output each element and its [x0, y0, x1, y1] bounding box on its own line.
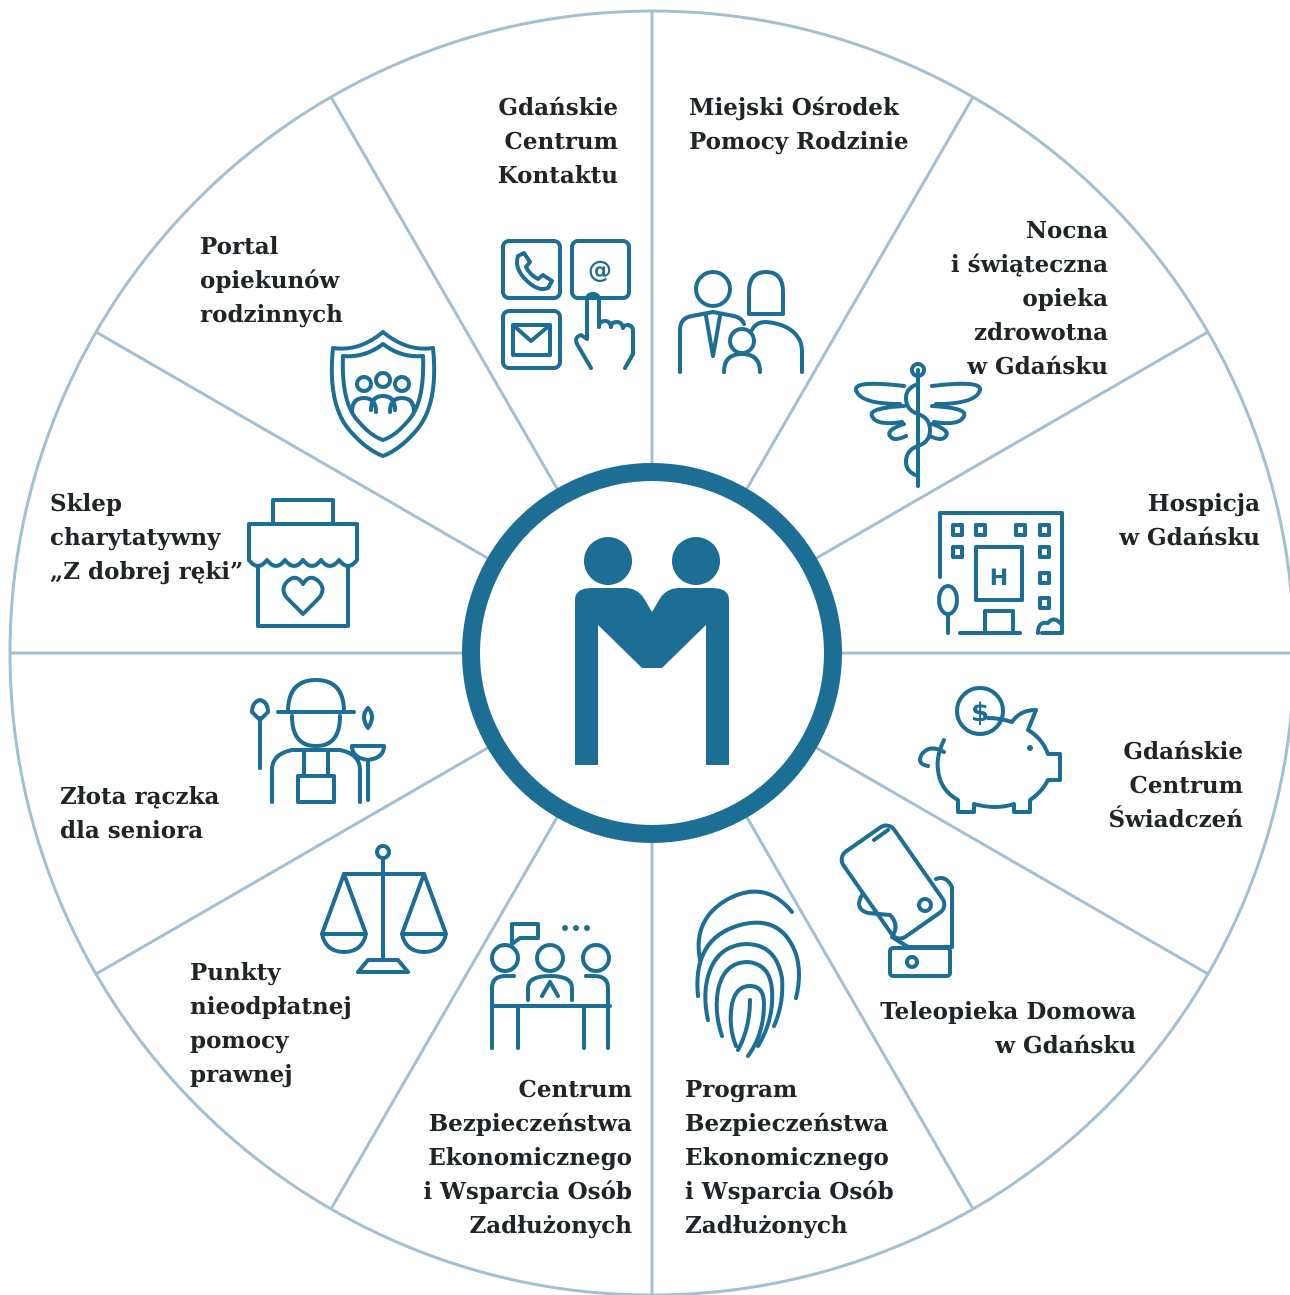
svg-text:@: @ [588, 256, 612, 284]
contact-channels-icon: @ [501, 239, 635, 370]
hospital-building-icon: H [937, 511, 1064, 635]
segment-label-nocna-opieka: Nocna i świąteczna opieka zdrowotna w Gd… [950, 217, 1108, 380]
family-icon [678, 270, 804, 374]
segment-label-program-bezpieczenstwa: Program Bezpieczeństwa Ekonomicznego i W… [685, 1076, 894, 1239]
svg-text:$: $ [971, 698, 989, 728]
piggy-bank-icon: $ [918, 686, 1062, 814]
handyman-icon [250, 678, 386, 804]
segment-label-gdanskie-centrum-kontaktu: Gdańskie Centrum Kontaktu [497, 94, 618, 189]
segment-label-mopr: Miejski Ośrodek Pomocy Rodzinie [689, 94, 909, 155]
segment-label-sklep-charytatywny: Sklep charytatywny „Z dobrej ręki” [50, 490, 244, 585]
segment-label-zlota-raczka: Złota rączka dla seniora [60, 783, 220, 844]
segment-label-portal-opiekunow: Portal opiekunów rodzinnych [200, 233, 343, 328]
caduceus-icon [854, 362, 982, 488]
segment-label-teleopieka: Teleopieka Domowa w Gdańsku [880, 998, 1136, 1059]
svg-text:H: H [990, 566, 1008, 591]
segment-label-centrum-swiadczen: Gdańskie Centrum Świadczeń [1108, 738, 1243, 833]
segment-label-punkty-pomocy-prawnej: Punkty nieodpłatnej pomocy prawnej [190, 959, 352, 1088]
hand-phone-icon [839, 823, 954, 978]
scales-icon [320, 844, 448, 974]
fingerprint-icon [695, 889, 801, 1058]
segment-label-hospicja: Hospicja w Gdańsku [1119, 490, 1260, 551]
meeting-icon [490, 922, 612, 1050]
shop-heart-icon [247, 498, 359, 628]
handshake-people-icon [575, 537, 729, 765]
segment-label-centrum-bezpieczenstwa: Centrum Bezpieczeństwa Ekonomicznego i W… [423, 1076, 632, 1239]
shield-family-icon [329, 330, 437, 458]
